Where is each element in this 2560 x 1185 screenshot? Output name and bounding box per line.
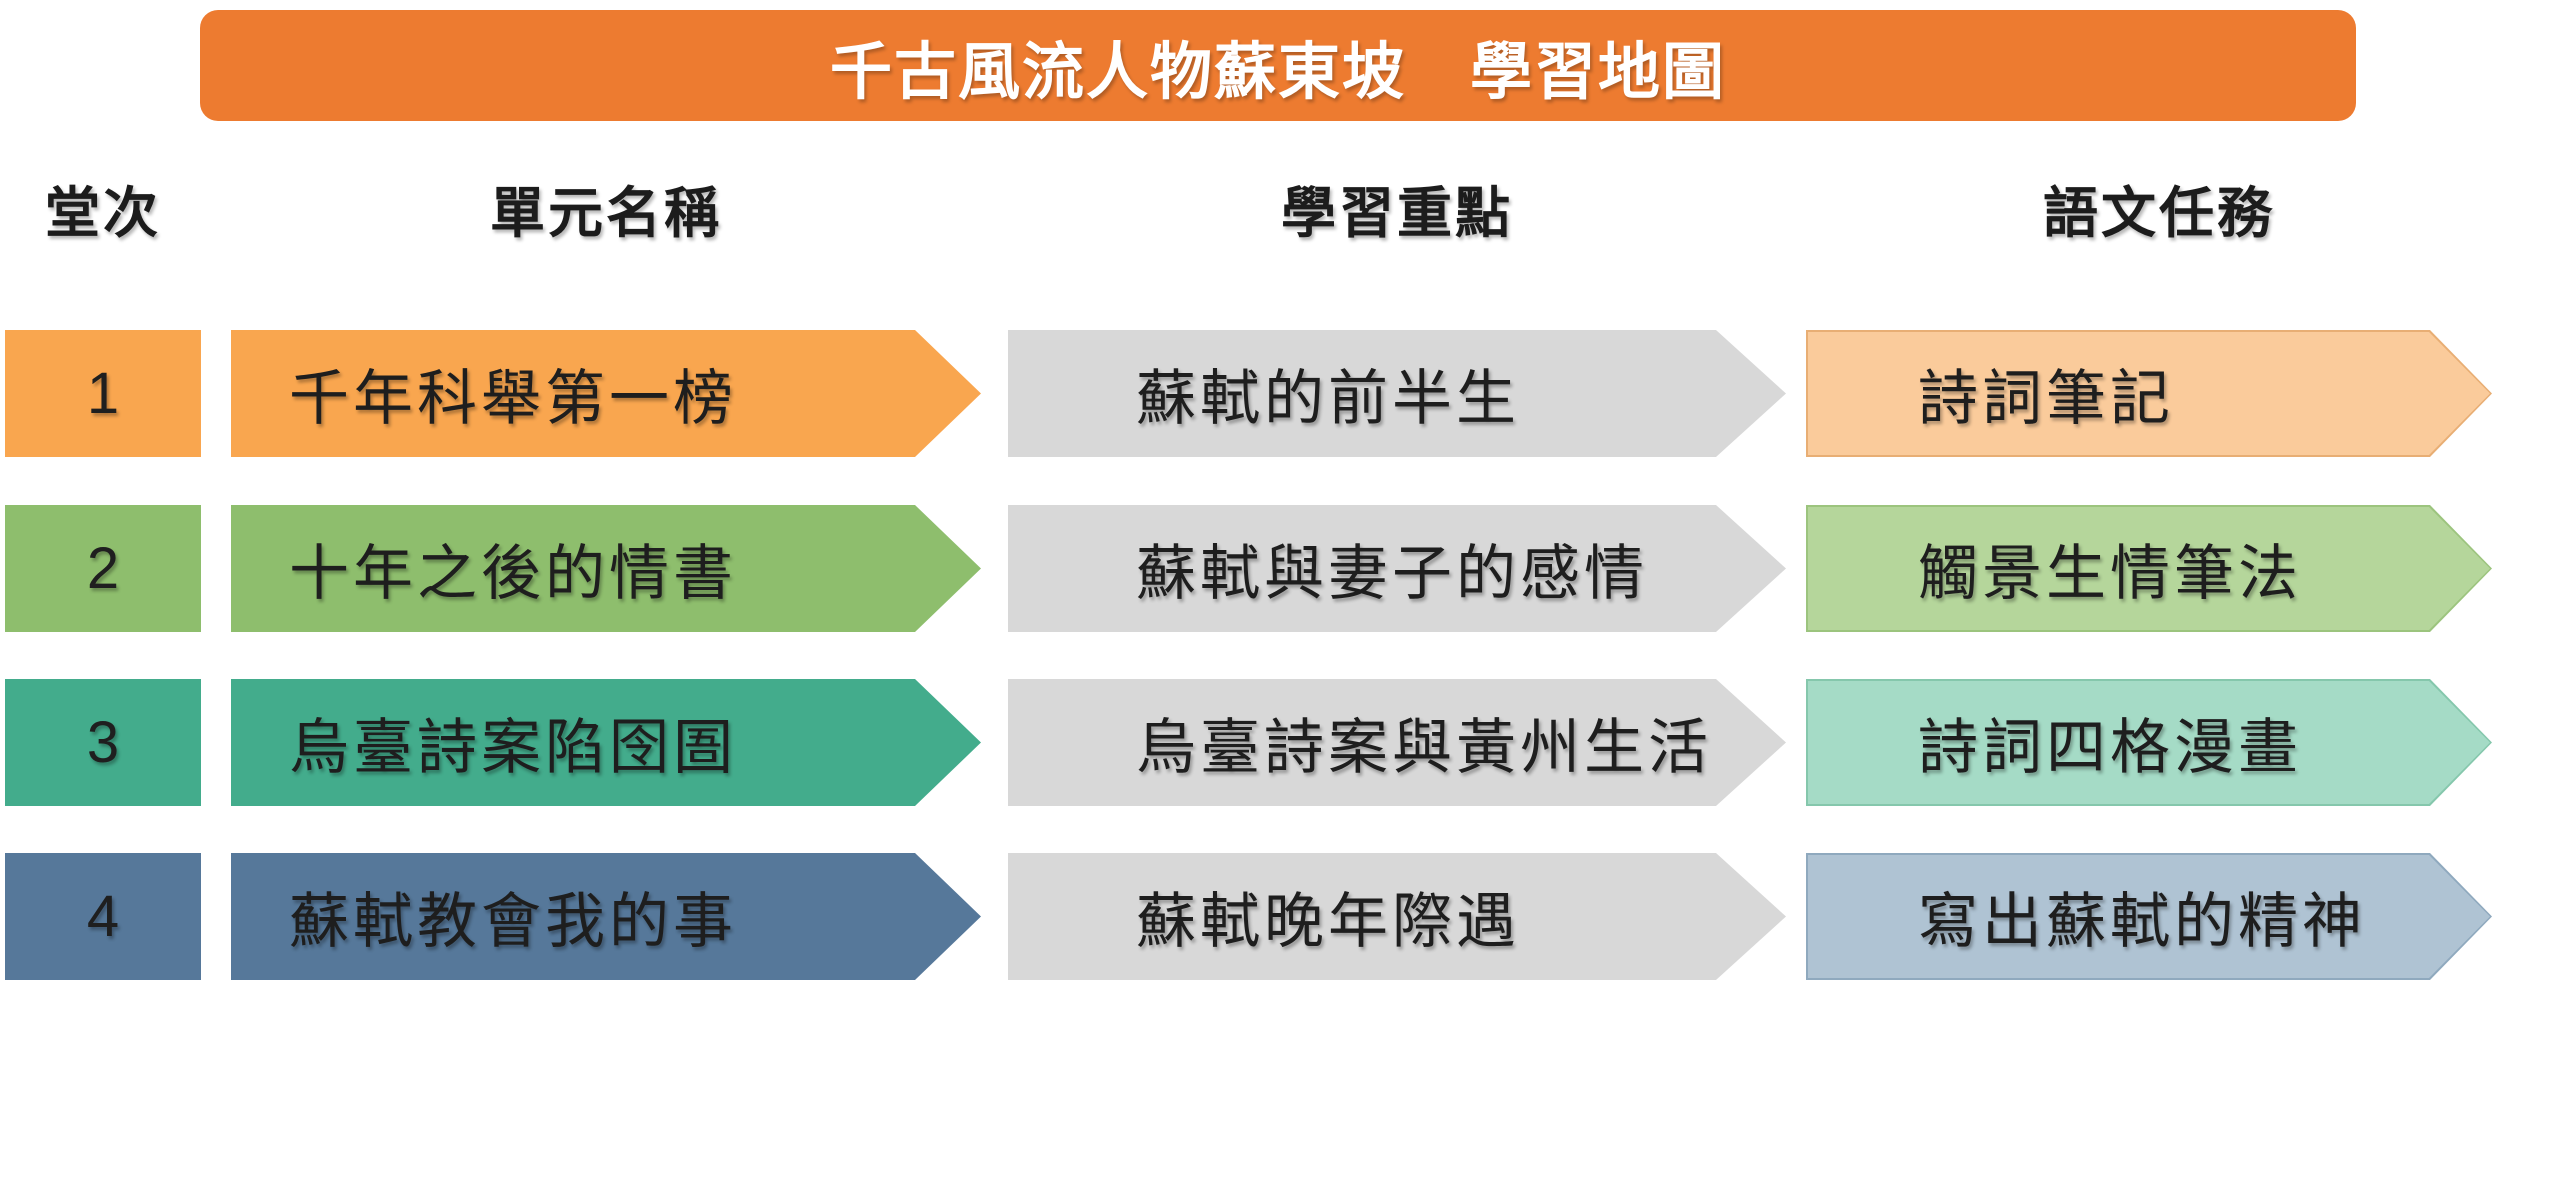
language-task-arrow-fill [1808, 332, 2490, 455]
learning-focus-arrow: 蘇軾晚年際遇 [1008, 853, 1786, 980]
unit-name-arrow: 烏臺詩案陷囹圄 [231, 679, 981, 806]
language-task-arrow: 觸景生情筆法 [1806, 505, 2492, 632]
language-task-label: 觸景生情筆法 [1918, 540, 2302, 607]
lesson-row: 1 千年科舉第一榜 蘇軾的前半生 詩詞筆記 [0, 330, 2560, 457]
session-number-box: 3 [5, 679, 201, 806]
column-header-session: 堂次 [44, 182, 161, 244]
lesson-row: 4 蘇軾教會我的事 蘇軾晚年際遇 寫出蘇軾的精神 [0, 853, 2560, 980]
session-number-box: 1 [5, 330, 201, 457]
session-number-box: 4 [5, 853, 201, 980]
language-task-label: 詩詞四格漫畫 [1918, 714, 2302, 781]
language-task-label: 寫出蘇軾的精神 [1918, 888, 2366, 955]
language-task-arrow-fill [1808, 855, 2490, 978]
learning-focus-label: 蘇軾晚年際遇 [1136, 888, 1520, 955]
learning-focus-label: 蘇軾與妻子的感情 [1136, 540, 1648, 607]
session-number-box: 2 [5, 505, 201, 632]
column-header-language-task: 語文任務 [2042, 182, 2275, 244]
language-task-arrow: 寫出蘇軾的精神 [1806, 853, 2492, 980]
page-title: 千古風流人物蘇東坡 學習地圖 [829, 37, 1726, 107]
learning-focus-label: 蘇軾的前半生 [1136, 365, 1520, 432]
column-header-learning-focus: 學習重點 [1280, 182, 1513, 244]
unit-name-label: 十年之後的情書 [289, 540, 737, 607]
language-task-arrow-fill [1808, 507, 2490, 630]
column-header-unit-name: 單元名稱 [489, 182, 722, 244]
learning-focus-arrow: 蘇軾的前半生 [1008, 330, 1786, 457]
language-task-arrow: 詩詞筆記 [1806, 330, 2492, 457]
unit-name-arrow: 十年之後的情書 [231, 505, 981, 632]
learning-focus-label: 烏臺詩案與黃州生活 [1136, 714, 1712, 781]
learning-focus-arrow: 蘇軾與妻子的感情 [1008, 505, 1786, 632]
lesson-row: 3 烏臺詩案陷囹圄 烏臺詩案與黃州生活 詩詞四格漫畫 [0, 679, 2560, 806]
unit-name-label: 蘇軾教會我的事 [289, 888, 737, 955]
language-task-arrow-fill [1808, 681, 2490, 804]
unit-name-label: 千年科舉第一榜 [289, 365, 737, 432]
language-task-label: 詩詞筆記 [1918, 365, 2174, 432]
unit-name-arrow: 蘇軾教會我的事 [231, 853, 981, 980]
unit-name-arrow: 千年科舉第一榜 [231, 330, 981, 457]
language-task-arrow: 詩詞四格漫畫 [1806, 679, 2492, 806]
lesson-row: 2 十年之後的情書 蘇軾與妻子的感情 觸景生情筆法 [0, 505, 2560, 632]
title-banner: 千古風流人物蘇東坡 學習地圖 [200, 10, 2356, 121]
learning-focus-arrow: 烏臺詩案與黃州生活 [1008, 679, 1786, 806]
unit-name-label: 烏臺詩案陷囹圄 [289, 714, 737, 781]
